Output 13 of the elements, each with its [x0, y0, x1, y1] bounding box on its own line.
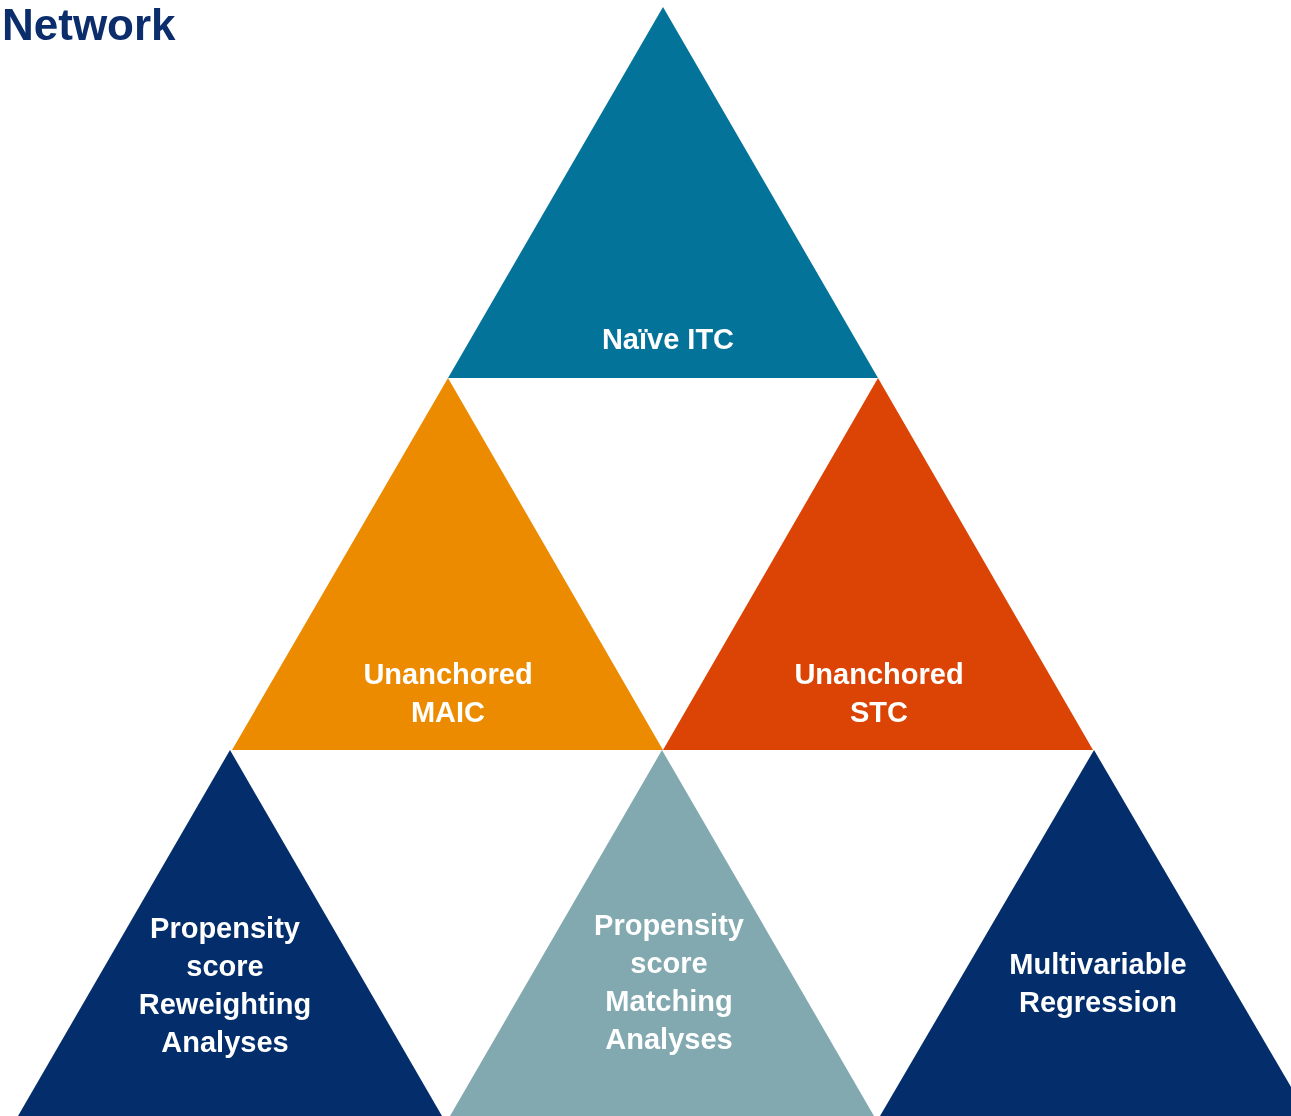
triangle-label: Propensity score Matching Analyses — [593, 908, 745, 1057]
triangle-shape — [18, 750, 442, 1116]
triangle-shape — [448, 7, 878, 378]
diagram-title: Network — [2, 0, 176, 50]
triangle-shape — [663, 378, 1093, 750]
triangle-label: Naïve ITC — [600, 322, 736, 357]
triangle-label: Multivariable Regression — [1008, 947, 1188, 1020]
triangle-label: Unanchored STC — [793, 657, 965, 730]
triangle-shape — [232, 378, 663, 750]
triangle-shape — [880, 750, 1291, 1116]
triangle-label: Unanchored MAIC — [362, 657, 534, 730]
triangle-shape — [450, 750, 874, 1116]
triangle-label: Propensity score Reweighting Analyses — [137, 911, 313, 1060]
